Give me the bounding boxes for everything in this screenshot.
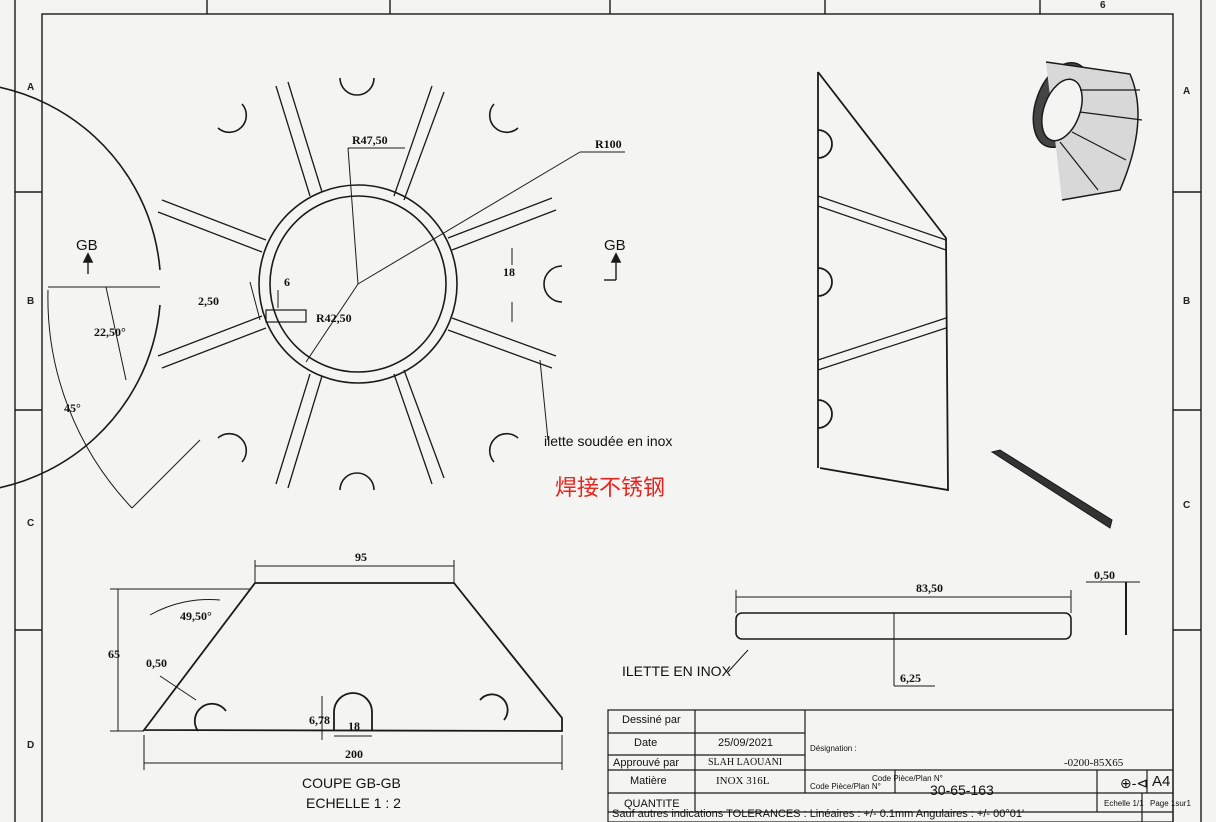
tb-date-value: 25/09/2021: [718, 737, 774, 749]
dim-r47: R47,50: [352, 133, 388, 147]
tb-approuve-value: SLAH LAOUANI: [708, 757, 783, 768]
section-mark-right: GB: [604, 237, 626, 254]
dim-6-78: 6,78: [309, 713, 330, 727]
dim-angle-45: 45°: [64, 401, 81, 415]
tb-matiere-value: INOX 316L: [716, 775, 770, 787]
dim-95: 95: [355, 550, 367, 564]
zone-label-left-a: A: [27, 82, 35, 93]
dim-r42: R42,50: [316, 311, 352, 325]
disk-view: [0, 77, 625, 509]
dim-65: 65: [108, 647, 120, 661]
section-mark-left: GB: [76, 237, 98, 254]
dim-18-section: 18: [348, 719, 360, 733]
tb-quantite-label: QUANTITE: [624, 798, 680, 810]
tb-designation-label: Désignation :: [810, 744, 857, 753]
dim-6: 6: [284, 275, 290, 289]
note-chinese: 焊接不锈钢: [555, 476, 666, 501]
tb-code-label-1: Code Pièce/Plan N°: [810, 782, 881, 791]
zone-label-right-b: B: [1183, 296, 1191, 307]
tb-dessine-label: Dessiné par: [622, 714, 681, 726]
dim-6-25: 6,25: [900, 671, 921, 685]
dim-18: 18: [503, 265, 515, 279]
dim-r100: R100: [595, 137, 622, 151]
ilette-section: [727, 581, 1140, 687]
section-title: COUPE GB-GB: [302, 775, 401, 791]
zone-label-right-c: C: [1183, 500, 1191, 511]
zone-label-top: 6: [1100, 0, 1106, 11]
tb-page: Page 1sur1: [1150, 799, 1191, 808]
tb-code-value: 30-65-163: [930, 782, 994, 798]
strip-iso: [990, 449, 1113, 529]
tb-matiere-label: Matière: [630, 775, 667, 787]
tb-tolerances: Sauf autres indications TOLERANCES : Lin…: [612, 808, 1025, 820]
tb-echelle: Echelle 1/1: [1104, 799, 1144, 808]
dim-83-50: 83,50: [916, 581, 943, 595]
tb-date-label: Date: [634, 737, 658, 749]
zone-label-left-b: B: [27, 296, 35, 307]
tb-code-label-2: Code Pièce/Plan N°: [872, 774, 943, 783]
sheet-frame: [14, 0, 1202, 822]
dim-0-50-ilette: 0,50: [1094, 568, 1115, 582]
iso-view: [1032, 61, 1143, 201]
cone-side-view: [817, 71, 949, 492]
section-view: [110, 560, 563, 770]
note-ilette-soudee: ilette soudée en inox: [544, 433, 673, 449]
title-block-grid: [607, 709, 1174, 822]
dim-angle-49-50: 49,50°: [180, 609, 212, 623]
zone-label-left-d: D: [27, 740, 35, 751]
projection-symbol-icon: ⊕-⊲: [1120, 775, 1149, 791]
tb-designation-tail: -0200-85X65: [1064, 757, 1124, 769]
dim-2-50: 2,50: [198, 294, 219, 308]
label-ilette-inox: ILETTE EN INOX: [622, 663, 731, 679]
dim-angle-22-50: 22,50°: [94, 325, 126, 339]
tb-format: A4: [1152, 773, 1171, 790]
tb-approuve-label: Approuvé par: [613, 757, 680, 769]
section-scale: ECHELLE 1 : 2: [306, 795, 401, 811]
zone-label-right-a: A: [1183, 86, 1191, 97]
zone-label-left-c: C: [27, 518, 35, 529]
dim-0-50-section: 0,50: [146, 656, 167, 670]
dim-200: 200: [345, 747, 363, 761]
